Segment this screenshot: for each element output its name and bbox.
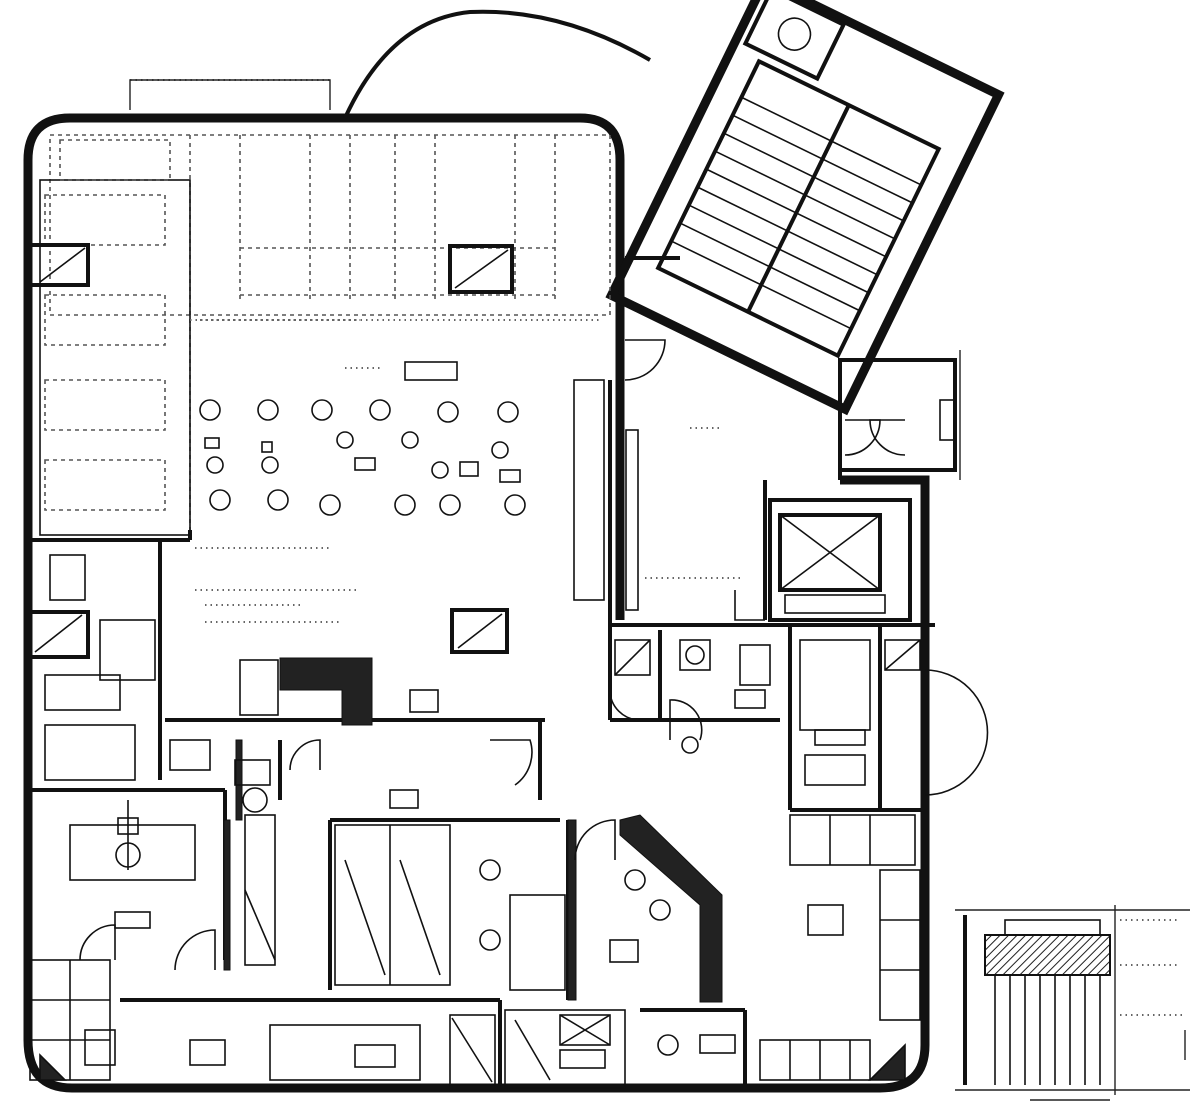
door-swings [79, 339, 989, 971]
bottom-center-room [189, 1009, 736, 1089]
diagonal-heavy-wall [619, 814, 723, 1003]
hall-room-tag [404, 361, 458, 381]
partition-wall-bottom [235, 739, 243, 821]
upper-hall-furniture-layout [39, 134, 611, 536]
reception-counter [759, 814, 921, 1081]
partition-wall-left [223, 819, 231, 971]
stair-core-block [279, 657, 373, 726]
section-detail [955, 905, 1190, 1101]
lower-left-rooms [44, 554, 196, 929]
stair-tower [605, 0, 1005, 416]
locker-bank [244, 814, 451, 986]
restroom-fixtures [169, 639, 921, 813]
exterior-wall [23, 113, 957, 1093]
lobby-furniture [239, 659, 844, 991]
top-dimension-bracket [129, 79, 331, 110]
curved-entrance-wall [343, 9, 652, 119]
partition-wall [567, 819, 577, 1001]
interior-walls [28, 380, 935, 1088]
seating-circles [199, 399, 526, 516]
structural-column [26, 243, 514, 659]
right-wall-tag [939, 399, 955, 441]
window-band [573, 379, 639, 611]
elevator-shaft [768, 498, 912, 622]
seating-tables [204, 437, 521, 483]
service-cubicles [29, 959, 116, 1081]
